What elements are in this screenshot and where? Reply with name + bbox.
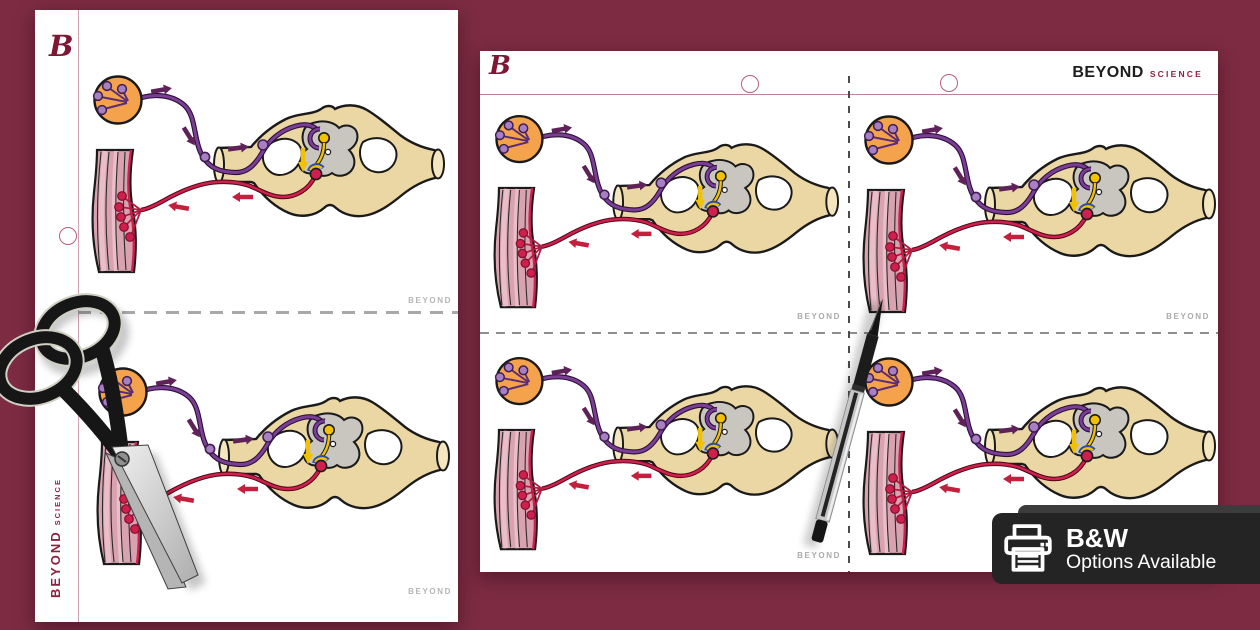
punch-hole xyxy=(59,227,77,245)
beyond-logo-icon: B xyxy=(49,29,74,63)
reflex-arc-diagram-5 xyxy=(487,342,849,557)
badge-front-layer: B&W Options Available xyxy=(992,513,1260,584)
beyond-watermark: BEYOND xyxy=(797,312,841,321)
badge-subtitle: Options Available xyxy=(1066,551,1217,574)
punch-hole xyxy=(741,75,759,93)
badge-text: B&W Options Available xyxy=(1066,524,1216,573)
badge-title: B&W xyxy=(1066,522,1129,553)
brand-header-secondary: SCIENCE xyxy=(1149,69,1203,79)
cut-line-dashed-vertical xyxy=(848,76,850,572)
beyond-logo-icon: B xyxy=(489,51,511,81)
beyond-watermark: BEYOND xyxy=(408,296,452,305)
beyond-watermark: BEYOND xyxy=(1166,312,1210,321)
reflex-arc-diagram-4 xyxy=(856,100,1226,320)
worksheet-page-right: B BEYOND SCIENCE BEYOND BEYOND BEYOND BEY… xyxy=(480,51,1218,572)
bw-options-badge: B&W Options Available xyxy=(992,505,1260,589)
cut-line-dashed xyxy=(78,311,458,314)
scissors xyxy=(0,293,206,591)
reflex-arc-diagram-3 xyxy=(487,100,849,315)
brand-header: BEYOND SCIENCE xyxy=(1072,64,1203,82)
beyond-watermark: BEYOND xyxy=(408,587,452,596)
punch-hole xyxy=(940,74,958,92)
reflex-arc-diagram-1 xyxy=(85,60,455,280)
printer-icon xyxy=(1004,523,1052,572)
beyond-watermark: BEYOND xyxy=(797,551,841,560)
ballpoint-pen xyxy=(802,298,883,549)
brand-header-primary: BEYOND xyxy=(1072,64,1144,81)
